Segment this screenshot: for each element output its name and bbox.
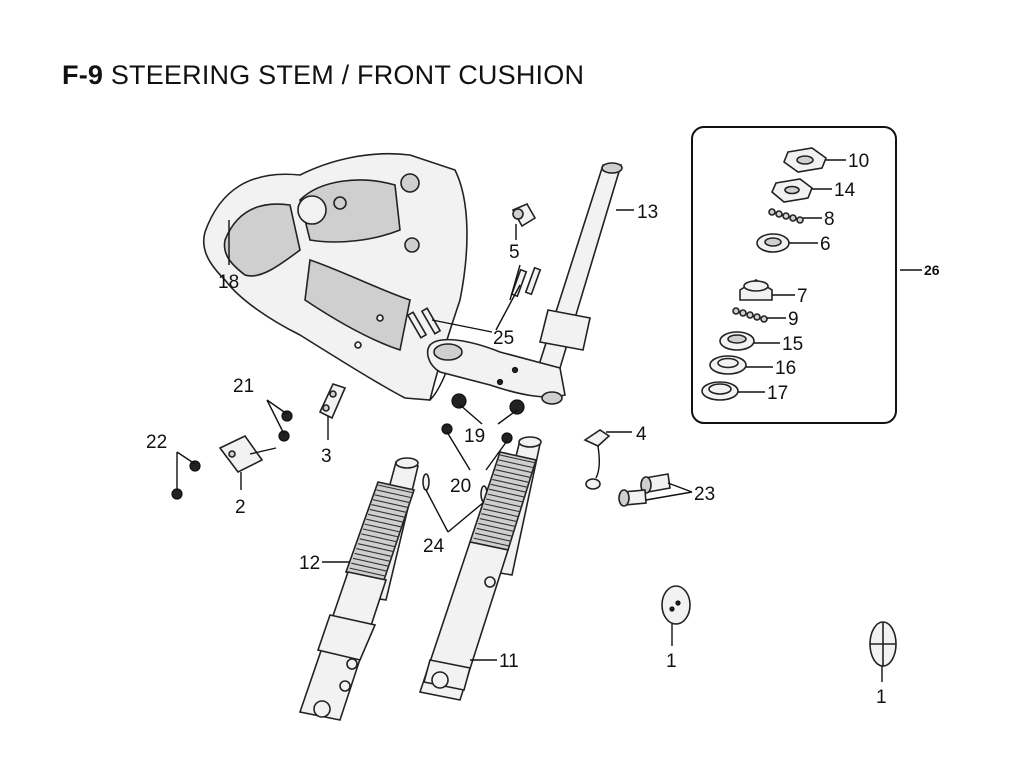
callout-18: 18 [218, 272, 239, 293]
spring-coil [478, 522, 515, 532]
spring-coil [490, 483, 527, 493]
callout-24: 24 [423, 536, 445, 557]
figure-title: STEERING STEM / FRONT CUSHION [110, 60, 585, 90]
callout-10: 10 [848, 151, 869, 172]
spring-coil [473, 537, 510, 547]
spring-coil [493, 474, 530, 484]
spring-coil [496, 464, 534, 474]
steering-stem-part [426, 162, 623, 405]
spring-coil [492, 478, 529, 488]
callout-9: 9 [788, 309, 799, 330]
spring-coil [481, 513, 518, 523]
nut-22-part [171, 460, 201, 500]
callout-labels: 10 14 8 6 7 9 15 16 17 26 13 5 25 18 19 … [146, 151, 940, 708]
spring-coil [487, 493, 524, 503]
bracket-part [318, 383, 347, 420]
callout-14: 14 [834, 180, 856, 201]
bolt-23-part [618, 473, 671, 507]
spring-coil [361, 533, 398, 543]
figure-code: F-9 [62, 60, 104, 90]
clamp-part [511, 202, 537, 228]
callout-2: 2 [235, 497, 246, 518]
callout-22: 22 [146, 432, 167, 453]
spring-coil [499, 454, 537, 464]
spring-coil [354, 552, 391, 562]
nut-part [451, 393, 525, 415]
callout-13: 13 [637, 202, 658, 223]
ball-race-part [768, 208, 804, 224]
bolt-part [406, 266, 542, 339]
spring-coil [495, 469, 532, 479]
callout-16: 16 [775, 358, 796, 379]
spring-coil [356, 548, 393, 558]
spring-coil [349, 567, 386, 577]
spring-coil [352, 557, 390, 567]
callout-20: 20 [450, 476, 471, 497]
ball-race-lower-part [732, 307, 768, 323]
callout-7: 7 [797, 286, 808, 307]
spring-coil [485, 498, 523, 508]
callout-15: 15 [782, 334, 803, 355]
spring-coil [488, 488, 526, 498]
spring-coil [476, 527, 513, 537]
spring-coil [351, 562, 388, 572]
callout-23: 23 [694, 484, 715, 505]
spring-coil [374, 494, 411, 504]
callout-12: 12 [299, 553, 320, 574]
small-nut-part [441, 423, 513, 444]
callout-21: 21 [233, 376, 254, 397]
spring-coil [498, 459, 535, 469]
plate-part [218, 434, 277, 474]
bracket-4-part [583, 429, 611, 490]
leader-lines [176, 159, 922, 682]
spring-coil [357, 543, 395, 553]
spring-coil [482, 508, 520, 518]
callout-4: 4 [636, 424, 647, 445]
spring-coil [362, 528, 400, 538]
spring-coil [369, 508, 406, 518]
bearing-kit-box [691, 126, 897, 424]
callout-1-cap-alt: 1 [876, 687, 887, 708]
spring-coil [372, 499, 410, 509]
cap-part [661, 585, 691, 625]
cap-alt-part [869, 621, 897, 667]
callout-17: 17 [767, 383, 788, 404]
callout-11: 11 [499, 651, 519, 672]
callout-3: 3 [321, 446, 332, 467]
callout-26: 26 [924, 262, 940, 278]
spring-coil [484, 503, 521, 513]
spring-coil [359, 538, 396, 548]
callout-1-cap: 1 [666, 651, 677, 672]
spring-coil [367, 513, 405, 523]
spring-coil [376, 489, 413, 499]
callout-5: 5 [509, 242, 520, 263]
callout-19: 19 [464, 426, 485, 447]
spring-coil [474, 532, 512, 542]
nut-21-part [278, 410, 293, 442]
front-cover-part [203, 152, 468, 401]
spring-coil [364, 523, 401, 533]
spring-coil [479, 518, 516, 528]
callout-6: 6 [820, 234, 831, 255]
spring-coil [366, 518, 403, 528]
left-fork-leg-part [298, 457, 419, 721]
callout-8: 8 [824, 209, 835, 230]
spring-coil [377, 484, 415, 494]
right-fork-leg-part [418, 436, 542, 701]
spring-coil [371, 504, 408, 514]
page-title: F-9 STEERING STEM / FRONT CUSHION [62, 60, 584, 91]
callout-25: 25 [493, 328, 514, 349]
